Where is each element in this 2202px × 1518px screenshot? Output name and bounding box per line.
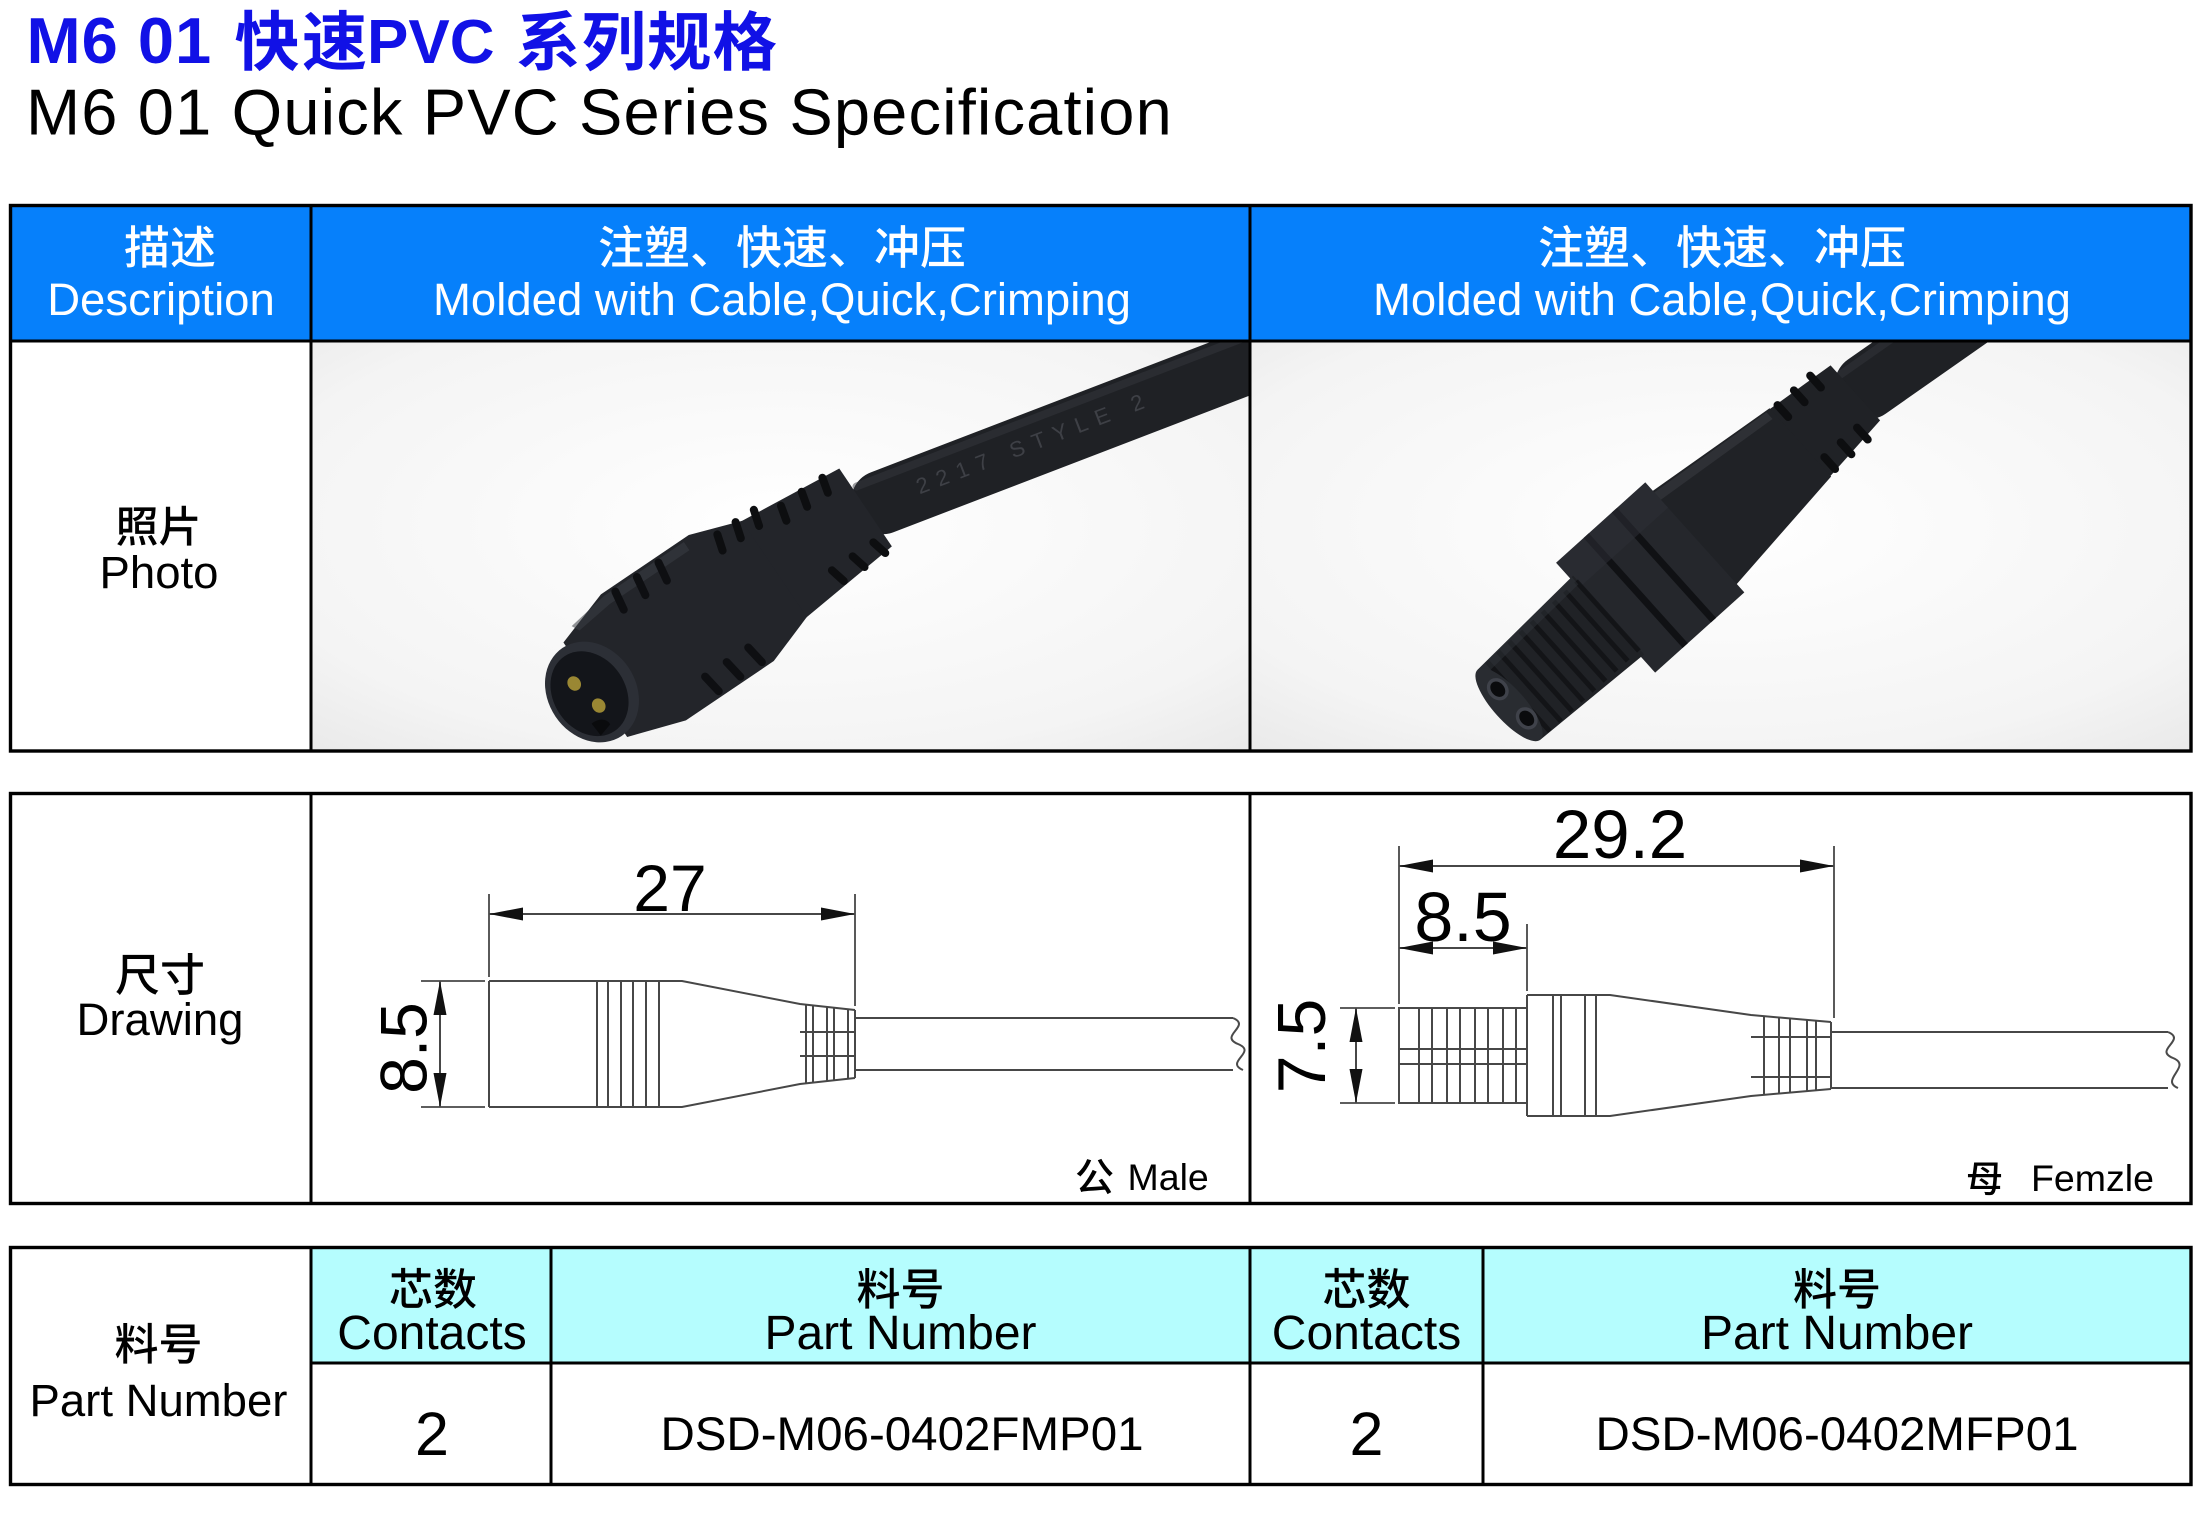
svg-text:7.5: 7.5 — [1264, 999, 1340, 1094]
svg-text:DSD-M06-0402FMP01: DSD-M06-0402FMP01 — [660, 1408, 1143, 1461]
svg-text:2: 2 — [415, 1400, 449, 1468]
svg-text:Drawing: Drawing — [77, 994, 244, 1045]
svg-text:8.5: 8.5 — [1414, 878, 1511, 956]
svg-text:Contacts: Contacts — [337, 1307, 526, 1360]
svg-text:M6 01 Quick PVC Series Specifi: M6 01 Quick PVC Series Specification — [26, 76, 1173, 149]
svg-text:Part Number: Part Number — [1701, 1307, 1973, 1360]
svg-text:Molded with Cable,Quick,Crimpi: Molded with Cable,Quick,Crimping — [1373, 274, 2071, 325]
svg-text:8.5: 8.5 — [366, 1002, 440, 1094]
svg-text:Photo: Photo — [100, 547, 219, 598]
svg-text:Contacts: Contacts — [1272, 1307, 1461, 1360]
svg-text:27: 27 — [633, 851, 706, 925]
svg-text:Part Number: Part Number — [764, 1307, 1036, 1360]
svg-text:Femzle: Femzle — [2031, 1157, 2154, 1199]
svg-text:DSD-M06-0402MFP01: DSD-M06-0402MFP01 — [1595, 1408, 2078, 1461]
svg-text:2: 2 — [1350, 1400, 1384, 1468]
svg-text:Part Number: Part Number — [30, 1375, 288, 1426]
svg-text:M6 01: M6 01 — [27, 4, 213, 77]
svg-text:Molded with Cable,Quick,Crimpi: Molded with Cable,Quick,Crimping — [433, 274, 1131, 325]
svg-text:PVC: PVC — [367, 8, 494, 77]
svg-text:Description: Description — [47, 274, 275, 325]
svg-text:29.2: 29.2 — [1553, 796, 1687, 873]
svg-text:Male: Male — [1128, 1156, 1209, 1198]
